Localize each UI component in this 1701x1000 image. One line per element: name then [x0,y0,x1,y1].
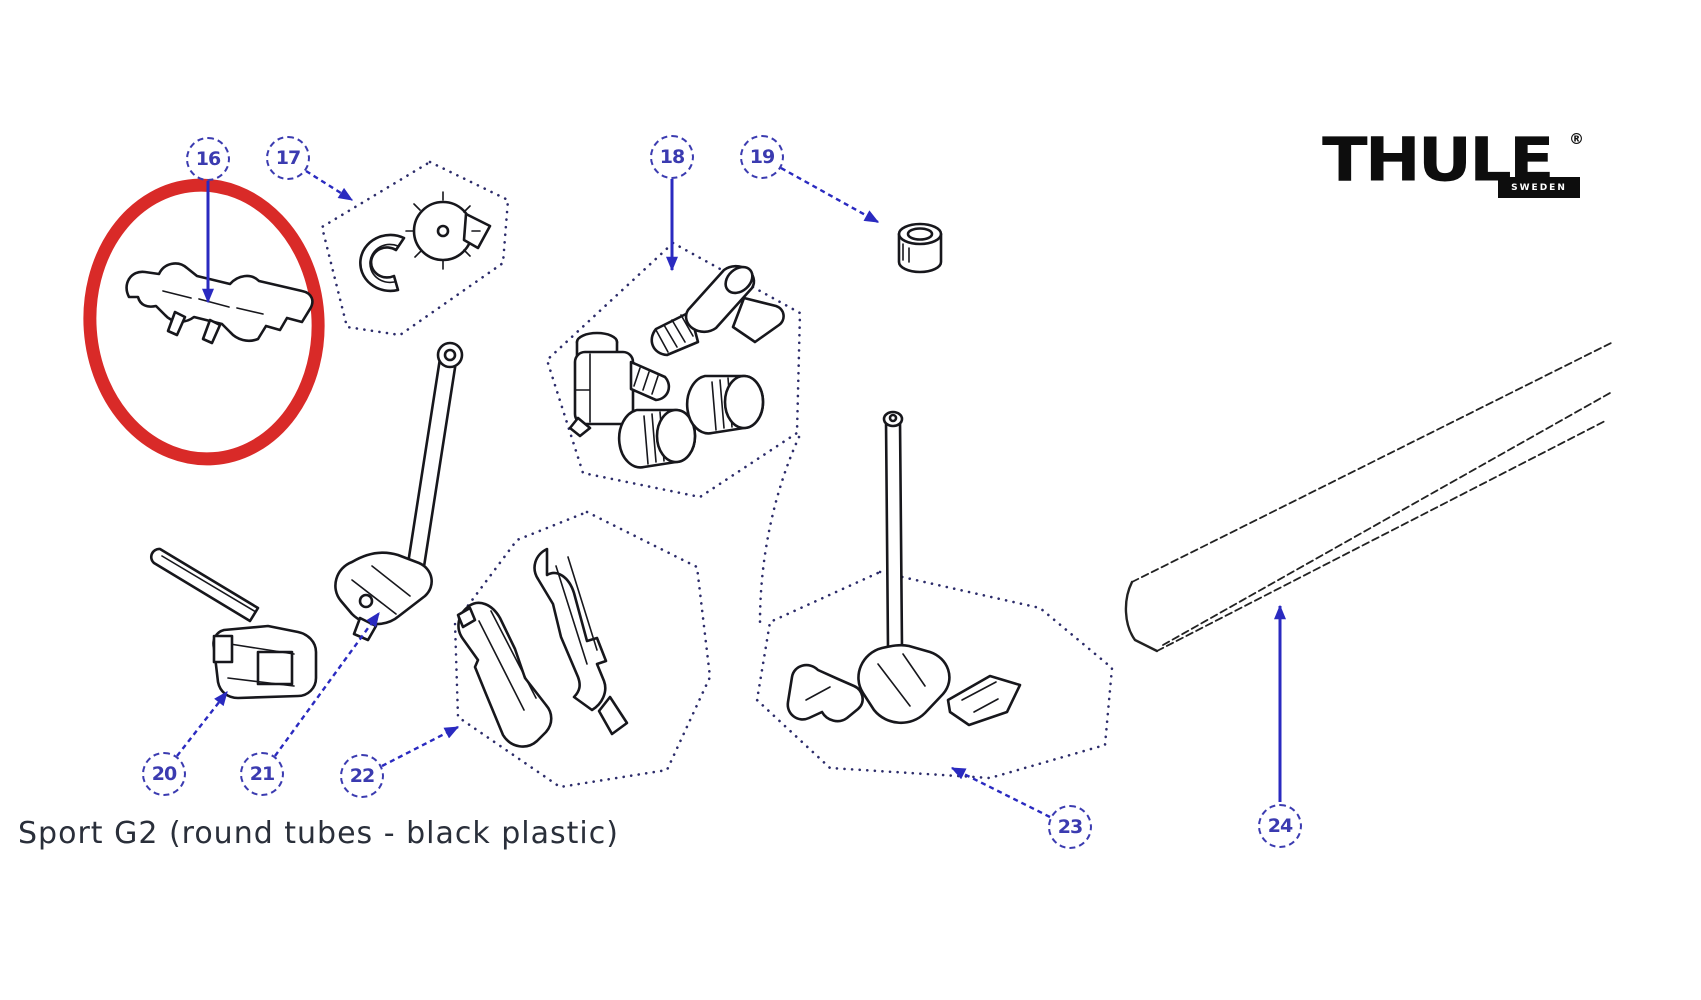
arrow-23 [950,766,1051,819]
callout-16: 16 [186,137,230,181]
callout-23: 23 [1048,805,1092,849]
callout-24: 24 [1258,804,1302,848]
diagram-title: Sport G2 (round tubes - black plastic) [18,816,619,851]
arrow-19 [780,166,880,224]
part-23-drawing [786,410,1022,727]
arrow-17 [305,169,354,202]
arrow-21 [274,612,380,757]
thule-logo: THULE ® SWEDEN [1322,130,1612,215]
part-21-drawing [334,341,464,642]
dotted-enclosure-part-17 [320,160,510,337]
highlight-ring-part-16 [83,178,325,466]
part-24-drawing [1124,341,1614,653]
dotted-enclosure-part-22 [453,510,712,789]
callout-21: 21 [240,752,284,796]
part-22-drawing [456,547,629,748]
arrow-20 [176,691,228,757]
callout-20: 20 [142,752,186,796]
callout-22: 22 [340,754,384,798]
callout-19: 19 [740,135,784,179]
callout-18: 18 [650,135,694,179]
part-19-drawing [897,222,943,274]
registered-trademark-symbol: ® [1569,130,1584,148]
dotted-connector-18-23 [758,435,801,624]
arrow-22 [381,725,460,768]
part-17-drawing [359,191,492,293]
dotted-enclosure-part-23 [755,570,1114,780]
part-20-drawing [149,547,318,700]
part-16-drawing [125,262,314,345]
callout-arrows [176,166,1286,819]
dotted-enclosure-part-18 [545,241,802,499]
thule-sweden-label: SWEDEN [1498,177,1580,198]
part-18-drawing [568,264,785,469]
callout-17: 17 [266,136,310,180]
